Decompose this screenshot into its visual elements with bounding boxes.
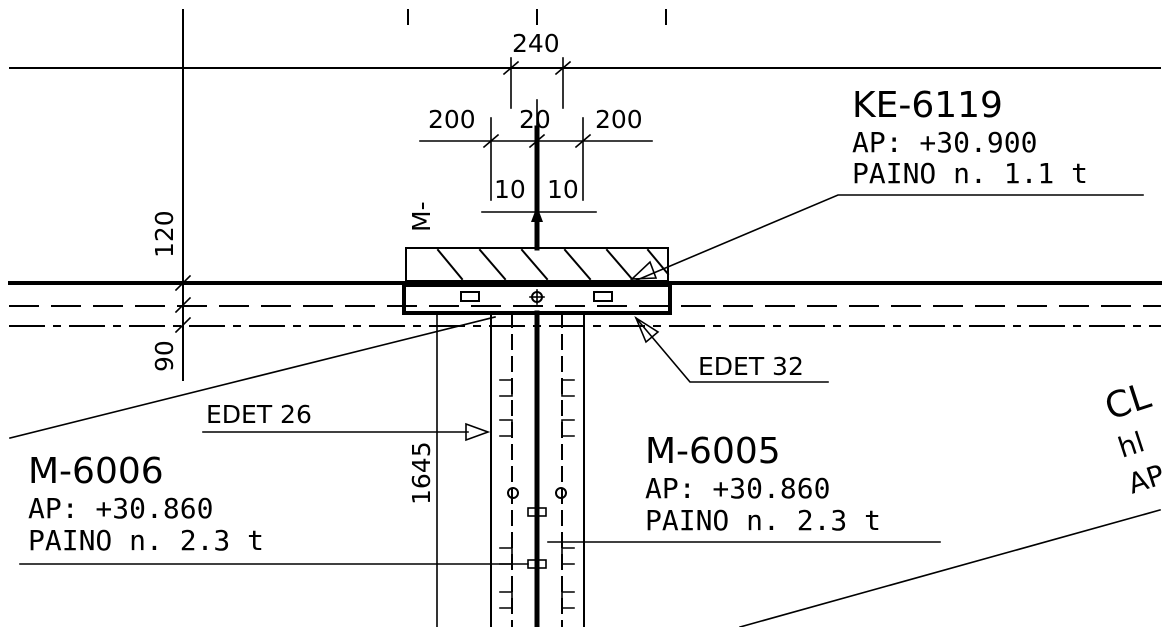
edet32-label: EDET 32 <box>698 352 804 381</box>
leader-edet32 <box>634 316 829 383</box>
dim-10-left: 10 <box>494 175 526 204</box>
cut-label-ap: AP <box>1124 458 1168 501</box>
dim-120: 120 <box>150 210 179 258</box>
m-prefix-label: M- <box>407 201 436 232</box>
dim-240: 240 <box>512 29 560 58</box>
grid-lines <box>9 9 1161 381</box>
m6006-ap: AP: +30.860 <box>28 492 213 525</box>
m6005-ap: AP: +30.860 <box>645 472 830 505</box>
slot-right <box>593 291 613 302</box>
column <box>436 312 585 627</box>
diagonal-line-left <box>9 316 496 439</box>
hatch <box>436 248 464 281</box>
center-member <box>531 99 543 627</box>
m6005-paino: PAINO n. 2.3 t <box>645 504 881 537</box>
cut-label-cl: CL <box>1100 376 1156 429</box>
dim-200-left: 200 <box>428 105 476 134</box>
anchor-bolt-right <box>555 487 567 499</box>
dim-1645: 1645 <box>407 441 436 505</box>
m6005-title: M-6005 <box>645 431 781 472</box>
ke6119-paino: PAINO n. 1.1 t <box>852 157 1088 190</box>
cut-label-hl: hl <box>1114 425 1148 464</box>
arrow-marker <box>531 206 543 222</box>
bearing-plate <box>402 247 672 315</box>
dim-90: 90 <box>150 340 179 372</box>
m6006-paino: PAINO n. 2.3 t <box>28 524 264 557</box>
diagonal-line-right <box>739 509 1161 627</box>
hatch <box>520 248 549 281</box>
leader-lines <box>9 194 1161 627</box>
hatch <box>646 248 670 276</box>
dim-20: 20 <box>519 105 551 134</box>
ke6119-ap: AP: +30.900 <box>852 126 1037 159</box>
dim-10-right: 10 <box>547 175 579 204</box>
hatch <box>605 248 634 281</box>
edet26-label: EDET 26 <box>206 400 312 429</box>
dimension-texts: 240 200 20 200 10 10 120 90 1645 M- <box>150 29 643 505</box>
anchor-bolt-left <box>507 487 519 499</box>
hatch <box>563 248 592 281</box>
component-labels: KE-6119 AP: +30.900 PAINO n. 1.1 t EDET … <box>28 85 1168 557</box>
dim-200-right: 200 <box>595 105 643 134</box>
leader-ke6119 <box>628 194 1144 285</box>
hatch <box>478 248 507 281</box>
dimension-lines <box>174 57 653 334</box>
ke6119-title: KE-6119 <box>852 85 1003 126</box>
m6006-title: M-6006 <box>28 451 164 492</box>
slot-left <box>460 291 480 302</box>
